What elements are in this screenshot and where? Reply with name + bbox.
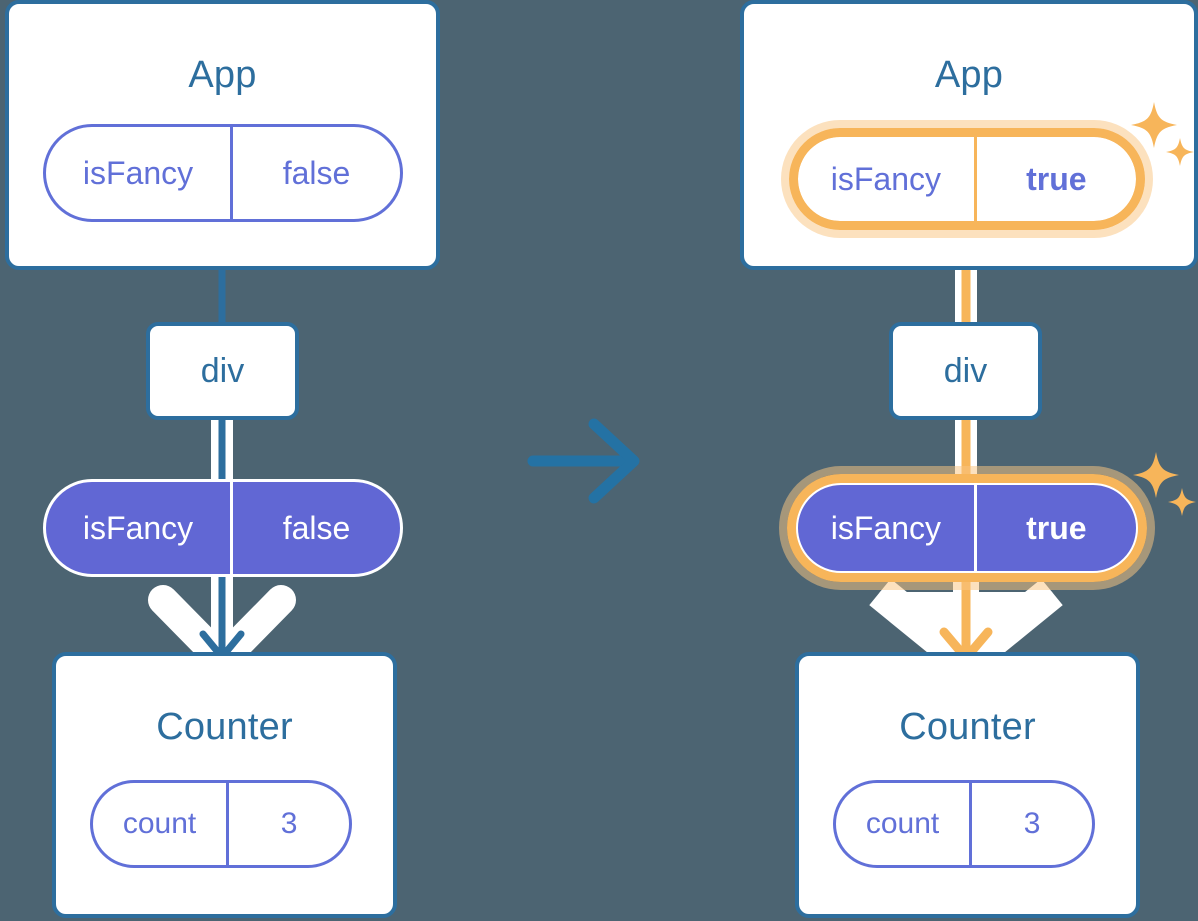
div-node-label-before: div	[200, 352, 245, 390]
highlight-ring-app-pill-after	[789, 128, 1145, 230]
props-pill-before[interactable]: isFancy false	[43, 479, 403, 577]
counter-card-after[interactable]: Counter	[795, 652, 1140, 918]
counter-state-pill-value-before: 3	[226, 783, 349, 865]
props-pill-value-before: false	[230, 482, 400, 574]
app-state-pill-name-before: isFancy	[82, 155, 194, 191]
div-node-after[interactable]: div	[889, 322, 1042, 420]
div-node-label-after: div	[943, 352, 988, 390]
counter-state-pill-value-after: 3	[969, 783, 1092, 865]
sparkle-props-pill-icon	[1133, 452, 1196, 516]
right-arrow-icon	[527, 418, 640, 504]
app-state-pill-before[interactable]: isFancy false	[43, 124, 403, 222]
app-card-title-after: App	[934, 54, 1004, 96]
app-card-title-before: App	[188, 54, 257, 96]
app-state-pill-value-before: false	[230, 127, 400, 219]
props-pill-name-before: isFancy	[82, 510, 194, 546]
counter-state-pill-after[interactable]: count 3	[833, 780, 1095, 868]
highlight-ring-props-pill-after	[787, 474, 1147, 582]
counter-state-pill-name-after: count	[865, 807, 940, 840]
counter-state-pill-before[interactable]: count 3	[90, 780, 352, 868]
counter-state-pill-name-before: count	[122, 807, 197, 840]
sparkle-app-pill-icon	[1131, 102, 1194, 166]
div-node-before[interactable]: div	[146, 322, 299, 420]
counter-card-title-after: Counter	[899, 706, 1036, 748]
counter-card-title-before: Counter	[156, 706, 293, 748]
